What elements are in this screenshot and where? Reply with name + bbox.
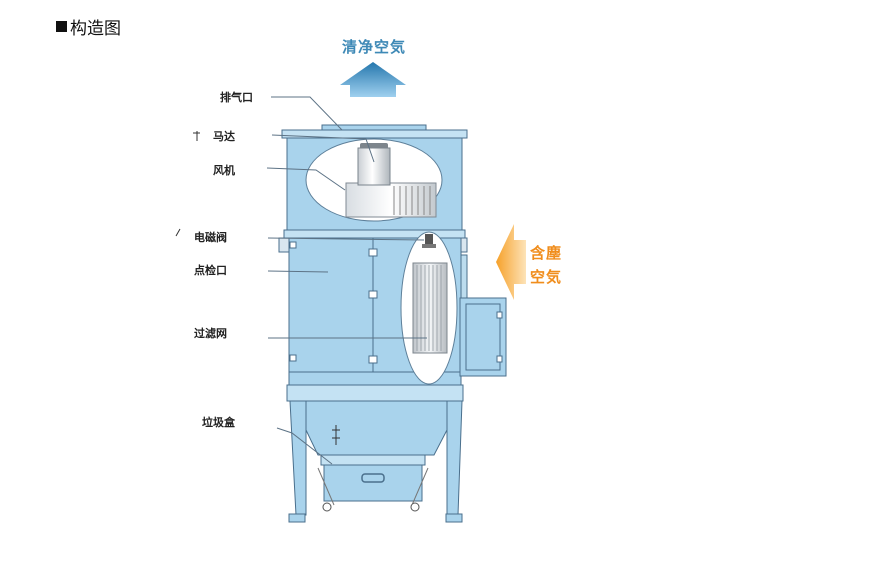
hopper (305, 400, 448, 456)
label-motor: 马达 (213, 130, 235, 143)
label-filter: 过滤网 (194, 327, 227, 340)
dusty-air-label-line1: 含塵 (530, 244, 563, 262)
page-title: 构造图 (56, 14, 121, 39)
filter-cartridge (412, 262, 448, 354)
label-fan: 风机 (213, 164, 235, 177)
hopper-top (286, 384, 464, 402)
door-hinges (289, 241, 378, 364)
page-title-text: 构造图 (70, 19, 121, 39)
bullet-square-icon (56, 21, 67, 32)
label-dust-box: 垃圾盒 (202, 416, 235, 429)
control-box (459, 297, 507, 377)
solenoid-valve (422, 234, 436, 248)
label-inspection-port: 点检口 (194, 264, 227, 277)
label-solenoid-valve: 电磁阀 (194, 231, 227, 244)
label-exhaust-port: 排气口 (220, 91, 253, 104)
fan-unit (345, 182, 437, 218)
motor-unit (357, 143, 391, 186)
leader-lines (266, 96, 427, 465)
dust-box-drawer (317, 454, 429, 512)
stray-marks (175, 131, 200, 237)
dusty-air-label-line2: 空気 (530, 268, 563, 286)
clean-air-arrow (340, 62, 406, 97)
support-legs (288, 400, 463, 523)
dusty-air-arrow (496, 224, 526, 300)
clean-air-label: 清净空気 (342, 38, 407, 56)
